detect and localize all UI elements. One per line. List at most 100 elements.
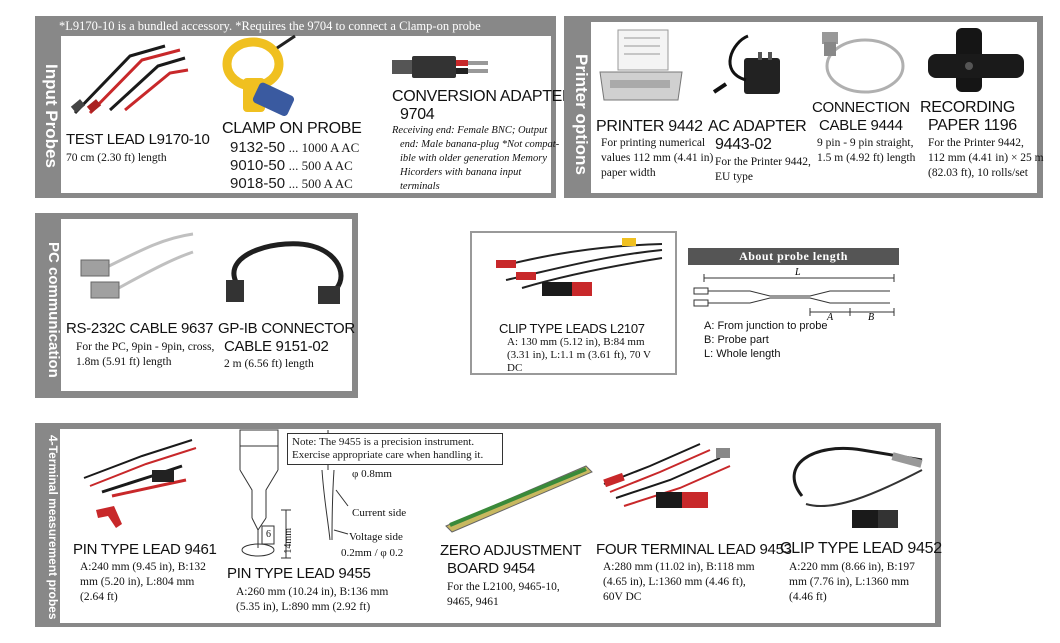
ac-adapter-title: AC ADAPTER — [708, 118, 807, 135]
desc-line: A:260 mm (10.24 in), B:136 mm — [236, 586, 389, 598]
desc-line: For the PC, 9pin - 9pin, cross, — [76, 341, 215, 353]
clip-leads-title: CLIP TYPE LEADS L2107 — [499, 321, 645, 336]
pin-9461-image — [83, 439, 197, 528]
desc-line: 1.8m (5.91 ft) length — [76, 356, 172, 368]
printer-title: PRINTER 9442 — [596, 118, 703, 135]
clamp-model-row: 9132-50 ... 1000 A AC — [230, 139, 359, 157]
conversion-adapter-model: 9704 — [400, 106, 435, 123]
test-lead-desc: 70 cm (2.30 ft) length — [66, 152, 167, 164]
zero-board-title: ZERO ADJUSTMENT — [440, 542, 582, 559]
desc-line: For the Printer 9442, — [715, 156, 811, 168]
recording-paper-title: RECORDING — [920, 99, 1016, 116]
desc-line: DC — [507, 362, 523, 374]
clip-leads-image — [496, 238, 663, 296]
clamp-probe-image — [222, 34, 296, 117]
desc-line: (82.03 ft), 10 rolls/set — [928, 167, 1028, 179]
desc-line: 2 m (6.56 ft) length — [224, 358, 314, 370]
conversion-adapter-desc: Receiving end: Female BNC; Output end: M… — [392, 124, 562, 194]
recording-paper-desc: For the Printer 9442, 112 mm (4.41 in) ×… — [928, 136, 1044, 181]
desc-line: EU type — [715, 171, 754, 183]
pin-9455-desc: A:260 mm (10.24 in), B:136 mm (5.35 in),… — [236, 585, 388, 615]
pc-communication-content — [61, 219, 352, 391]
legend-line: B: Probe part — [704, 334, 769, 346]
desc-line: 1.5 m (4.92 ft) length — [817, 152, 916, 164]
desc-line: For the L2100, 9465-10, — [447, 581, 560, 593]
desc-line: A:280 mm (11.02 in), B:118 mm — [603, 561, 755, 573]
about-probe-legend: A: From junction to probe B: Probe part … — [704, 319, 828, 361]
tip-label-voltage: Voltage side — [349, 531, 403, 543]
tip-label-gap: 0.2mm / φ 0.2 — [341, 547, 404, 559]
four-terminal-label: 4-Terminal measurement probes — [46, 434, 60, 620]
four-lead-image — [603, 443, 731, 508]
desc-line: mm (5.20 in), L:804 mm — [80, 576, 195, 588]
rs232c-title: RS-232C CABLE 9637 — [66, 320, 214, 337]
desc-line: For printing numerical — [601, 137, 706, 149]
tip-label-six: 6 — [266, 529, 271, 540]
ac-adapter-desc: For the Printer 9442, EU type — [715, 155, 811, 185]
gpib-image — [226, 241, 344, 304]
desc-line: 112 mm (4.41 in) × 25 m — [928, 152, 1044, 164]
desc-line: (5.35 in), L:890 mm (2.92 ft) — [236, 601, 371, 613]
pin-9461-title: PIN TYPE LEAD 9461 — [73, 541, 217, 558]
clip-leads-desc: A: 130 mm (5.12 in), B:84 mm (3.31 in), … — [507, 336, 651, 374]
four-lead-desc: A:280 mm (11.02 in), B:118 mm (4.65 in),… — [603, 560, 755, 605]
desc-line: (2.64 ft) — [80, 591, 118, 603]
pin-9461-desc: A:240 mm (9.45 in), B:132 mm (5.20 in), … — [80, 560, 206, 605]
recording-paper-image — [928, 28, 1024, 92]
desc-line: A: 130 mm (5.12 in), B:84 mm — [507, 336, 645, 348]
desc-line: end: Male banana-plug *Not compat- — [400, 139, 560, 150]
four-lead-title: FOUR TERMINAL LEAD 9453 — [596, 541, 792, 558]
test-lead-title: TEST LEAD L9170-10 — [66, 131, 210, 148]
gpib-model: CABLE 9151-02 — [224, 338, 329, 355]
precision-note: Note: The 9455 is a precision instrument… — [287, 433, 503, 465]
zero-board-desc: For the L2100, 9465-10, 9465, 9461 — [447, 580, 560, 610]
top-note: *L9170-10 is a bundled accessory. *Requi… — [59, 19, 481, 33]
desc-line: 9465, 9461 — [447, 596, 499, 608]
probe-length-diagram: L A B — [693, 267, 895, 323]
connection-cable-model: CABLE 9444 — [819, 117, 903, 134]
connection-cable-image — [822, 32, 905, 94]
connection-cable-desc: 9 pin - 9 pin straight, 1.5 m (4.92 ft) … — [817, 136, 915, 166]
tip-label-phi: φ 0.8mm — [352, 468, 392, 480]
clip-9452-image — [792, 447, 923, 528]
rs232c-image — [80, 232, 194, 299]
clip-9452-desc: A:220 mm (8.66 in), B:197 mm (7.76 in), … — [789, 560, 915, 605]
desc-line: A:240 mm (9.45 in), B:132 — [80, 561, 206, 573]
gpib-desc: 2 m (6.56 ft) length — [224, 357, 314, 372]
about-probe-header: About probe length — [688, 248, 899, 265]
desc-line: 60V DC — [603, 591, 642, 603]
desc-line: Receiving end: Female BNC; Output — [392, 125, 548, 136]
pc-communication-label: PC communication — [45, 242, 62, 378]
desc-line: paper width — [601, 167, 656, 179]
legend-line: A: From junction to probe — [704, 320, 828, 332]
desc-line: (3.31 in), L:1.1 m (3.61 ft), 70 V — [507, 349, 652, 361]
recording-paper-model: PAPER 1196 — [928, 117, 1017, 134]
tip-label-fourteen: 14mm — [283, 528, 294, 554]
desc-line: A:220 mm (8.66 in), B:197 — [789, 561, 915, 573]
test-lead-image — [70, 44, 189, 115]
clamp-value: ... 1000 A AC — [288, 140, 360, 155]
desc-line: values 112 mm (4.41 in) — [601, 152, 714, 164]
desc-line: (4.65 in), L:1360 mm (4.46 ft), — [603, 576, 746, 588]
clamp-model: 9010-50 — [230, 157, 286, 174]
gpib-title: GP-IB CONNECTOR — [218, 320, 355, 337]
printer-options-label: Printer options — [572, 53, 591, 175]
tip-label-current: Current side — [352, 507, 407, 519]
input-probes-label: Input Probes — [42, 63, 61, 168]
conversion-adapter-title: CONVERSION ADAPTER — [392, 88, 574, 105]
connection-cable-title: CONNECTION — [812, 99, 910, 116]
desc-line: 9 pin - 9 pin straight, — [817, 137, 914, 149]
clamp-model-row: 9018-50 ... 500 A AC — [230, 175, 353, 193]
note-line: Note: The 9455 is a precision instrument… — [292, 436, 475, 448]
desc-line: mm (7.76 in), L:1360 mm — [789, 576, 910, 588]
zero-board-model: BOARD 9454 — [447, 560, 535, 577]
clamp-value: ... 500 A AC — [288, 158, 353, 173]
clip-9452-title: CLIP TYPE LEAD 9452 — [780, 540, 942, 557]
pin-9455-title: PIN TYPE LEAD 9455 — [227, 565, 371, 582]
desc-line: ible with older generation Memory — [400, 153, 547, 164]
diagram-label-a: A — [826, 312, 834, 323]
printer-desc: For printing numerical values 112 mm (4.… — [601, 136, 713, 181]
printer-image — [599, 29, 683, 101]
clamp-value: ... 500 A AC — [288, 176, 353, 191]
desc-line: (4.46 ft) — [789, 591, 827, 603]
